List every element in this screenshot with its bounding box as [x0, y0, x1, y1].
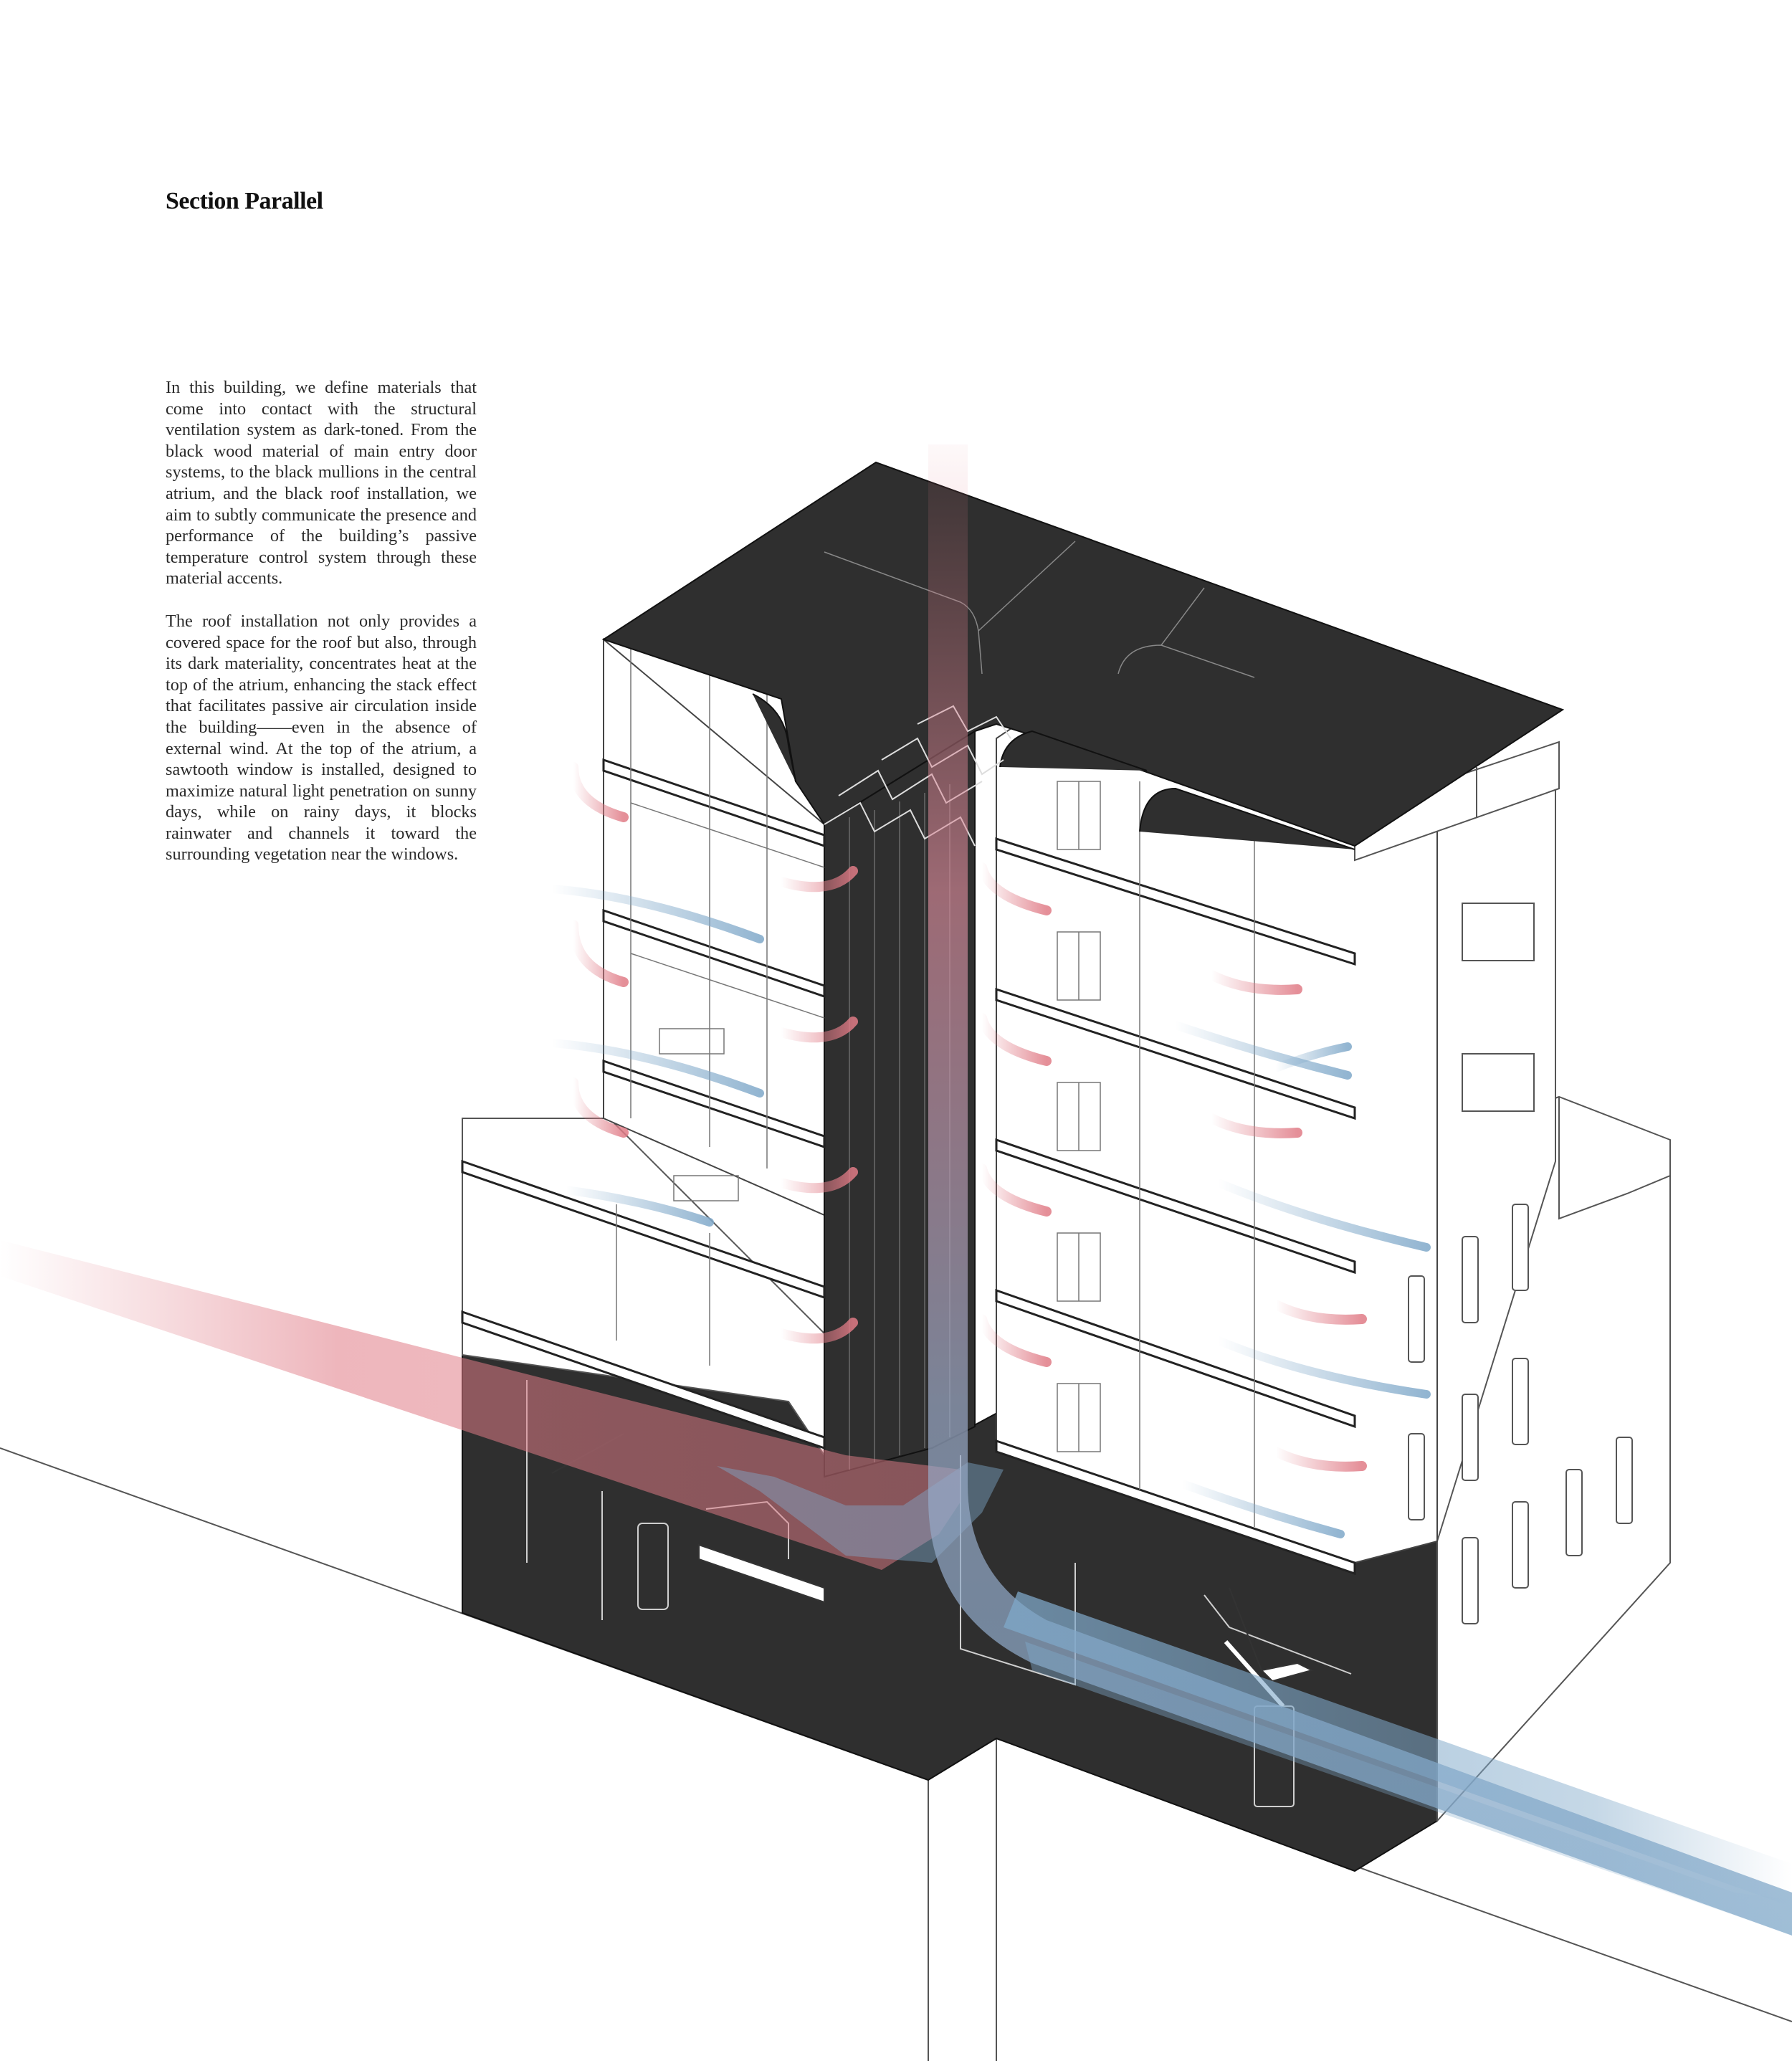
- black-roof-canopy: [601, 461, 1565, 850]
- roof-edge-lines: [824, 541, 1255, 678]
- page-title: Section Parallel: [166, 188, 323, 214]
- description-paragraph-materials: In this building, we define materials th…: [166, 378, 477, 589]
- warm-air-arrows: [568, 762, 1367, 1472]
- right-wing-interior: [1057, 781, 1255, 1527]
- description-text: In this building, we define materials th…: [166, 377, 477, 887]
- description-paragraph-roof: The roof installation not only provides …: [166, 611, 477, 865]
- right-floor-slabs: [995, 837, 1356, 1576]
- left-tower-interior: [616, 649, 825, 1366]
- left-floor-slabs: [461, 758, 826, 1450]
- cool-air-arrows: [548, 885, 1431, 1538]
- facade-windows: [1408, 903, 1633, 1624]
- air-flow-streams: [0, 444, 1792, 1936]
